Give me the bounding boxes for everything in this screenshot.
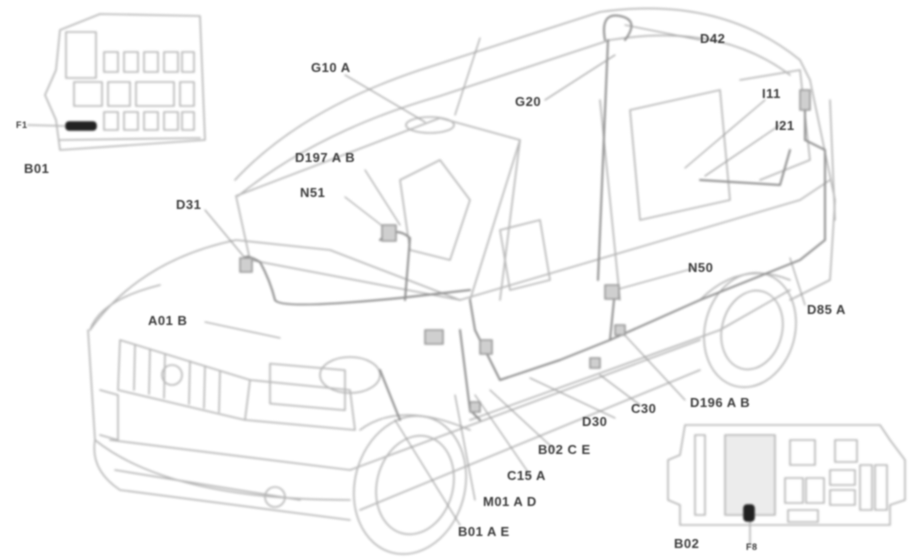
label-d85a: D85 A [807,302,846,317]
label-g20: G20 [515,94,542,109]
label-d197ab: D197 A B [295,150,356,165]
label-n50: N50 [688,260,714,275]
van-outline [87,7,836,555]
inset-b02-fuse-callout: F8 [746,542,758,552]
b01-fusebox-inset [27,13,206,151]
label-c30: C30 [631,401,657,416]
inset-b01-title: B01 [24,161,50,176]
label-g10a: G10 A [311,60,351,75]
inset-b02-title: B02 [674,536,700,551]
label-b01ae: B01 A E [458,524,510,539]
label-a01b: A01 B [148,313,188,328]
label-d31: D31 [176,197,202,212]
label-i21: I21 [775,118,795,133]
label-c15a: C15 A [507,468,546,483]
label-d196ab: D196 A B [690,395,751,410]
label-n51: N51 [300,185,326,200]
inset-b01-fuse-callout: F1 [16,120,28,130]
label-m01ad: M01 A D [483,494,537,509]
label-d42: D42 [700,31,726,46]
b02-fusebox-inset [667,424,906,546]
label-i11: I11 [762,86,781,101]
label-d30: D30 [582,414,608,429]
components [239,89,811,413]
label-b02ce: B02 C E [538,442,591,457]
leader-lines [204,24,806,526]
